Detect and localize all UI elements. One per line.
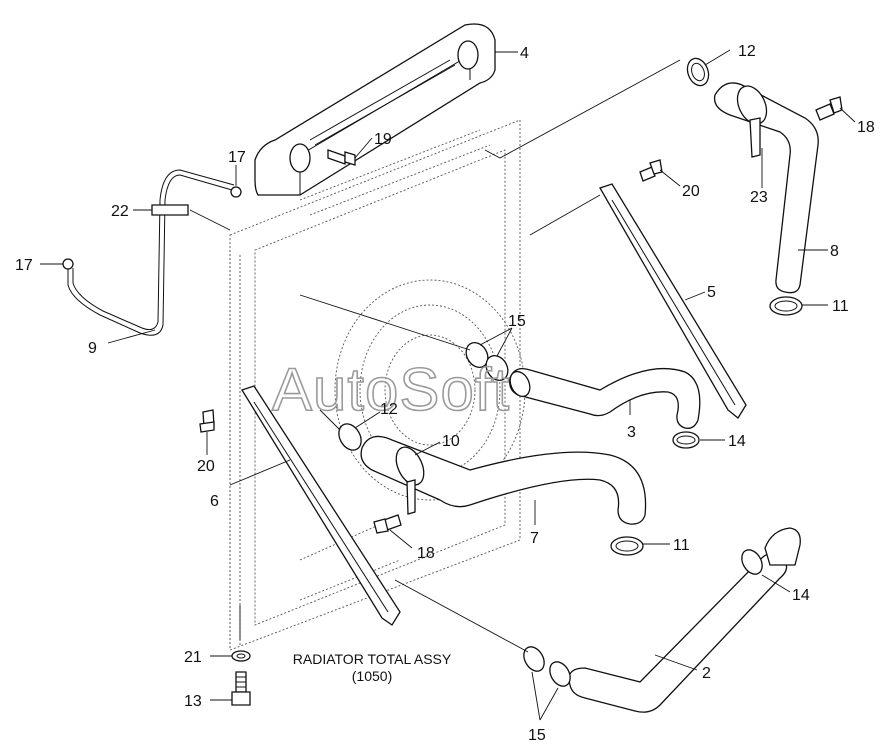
hose-clamp-part xyxy=(769,296,803,316)
hose-part xyxy=(509,367,701,429)
hose-clamp-part xyxy=(686,57,710,87)
callout-8: 8 xyxy=(830,243,839,260)
callout-14: 14 xyxy=(792,587,810,604)
leader-lines xyxy=(40,49,856,721)
callout-4: 4 xyxy=(520,45,529,62)
callout-3: 3 xyxy=(627,424,636,441)
caption-code: (1050) xyxy=(352,668,392,684)
callout-21: 21 xyxy=(184,649,202,666)
callout-14: 14 xyxy=(728,433,746,450)
bolt-part xyxy=(373,514,402,534)
callout-17: 17 xyxy=(228,149,246,166)
bolt-part xyxy=(815,96,843,121)
callout-20: 20 xyxy=(197,458,215,475)
callout-12: 12 xyxy=(380,401,398,418)
callout-22: 22 xyxy=(111,203,129,220)
callout-2: 2 xyxy=(702,665,711,682)
stay-rod-part xyxy=(599,183,747,419)
upper-hose-part xyxy=(713,82,819,294)
hose-part xyxy=(360,435,647,525)
callout-10: 10 xyxy=(442,433,460,450)
bolt-part xyxy=(327,149,356,166)
callout-19: 19 xyxy=(374,131,392,148)
hose-clamp-part xyxy=(610,536,644,556)
callout-18: 18 xyxy=(857,119,875,136)
callout-20: 20 xyxy=(682,183,700,200)
callout-9: 9 xyxy=(88,340,97,357)
callout-6: 6 xyxy=(210,493,219,510)
callout-15: 15 xyxy=(528,727,546,744)
callout-11: 11 xyxy=(832,298,849,315)
hose-clamp-part xyxy=(523,646,571,687)
watermark: AutoSoft xyxy=(272,356,510,423)
callout-11: 11 xyxy=(673,537,690,554)
callout-23: 23 xyxy=(750,189,768,206)
callout-15: 15 xyxy=(508,313,526,330)
callout-7: 7 xyxy=(530,530,539,547)
callout-17: 17 xyxy=(15,257,33,274)
callout-labels: 12 4 19 17 18 22 17 23 20 8 5 11 9 15 3 … xyxy=(15,43,875,744)
mount-bolt-part xyxy=(231,671,251,706)
top-cover-part xyxy=(254,23,496,196)
caption-title: RADIATOR TOTAL ASSY xyxy=(293,651,452,667)
washer-part xyxy=(231,650,251,662)
bolt-part xyxy=(639,159,663,182)
vent-pipe-part xyxy=(62,169,242,336)
hose-clamp-part xyxy=(465,342,509,381)
hose-clamp-part xyxy=(672,431,700,449)
hose-clamp-part xyxy=(338,423,362,451)
stay-rod-part xyxy=(241,385,401,626)
callout-12: 12 xyxy=(738,43,756,60)
callout-13: 13 xyxy=(184,693,202,710)
lower-hose-part xyxy=(568,527,801,713)
callout-5: 5 xyxy=(707,284,716,301)
callout-18: 18 xyxy=(417,545,435,562)
bolt-part xyxy=(199,409,215,433)
